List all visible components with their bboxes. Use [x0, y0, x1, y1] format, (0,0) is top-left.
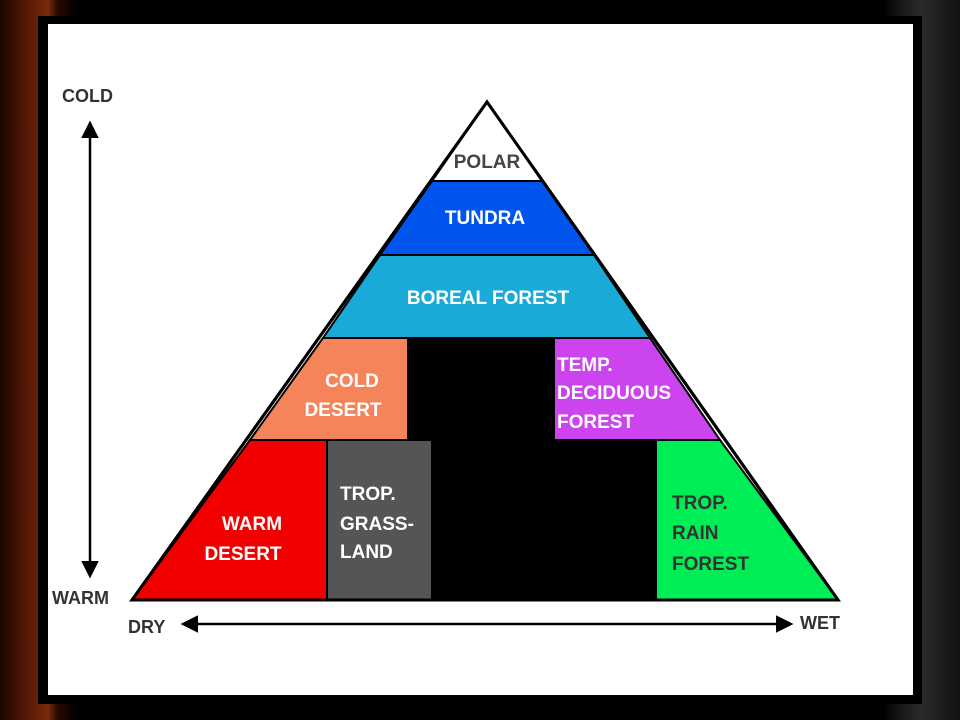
trop-grassland-region: [326, 439, 433, 601]
trop-rain-forest-label-line1: TROP.: [672, 493, 728, 514]
center-lower-block: [432, 440, 656, 600]
cold-desert-label-line1: COLD: [325, 371, 379, 392]
temp-deciduous-label-line3: FOREST: [557, 412, 634, 433]
temp-deciduous-label-line1: TEMP.: [557, 355, 613, 376]
warm-desert-label-line1: WARM: [222, 514, 282, 535]
temp-deciduous-label-line2: DECIDUOUS: [557, 383, 671, 404]
trop-rain-forest-region: [655, 439, 840, 601]
pyramid-border: [129, 99, 841, 602]
wet-axis-label: WET: [800, 613, 840, 633]
dry-axis-label: DRY: [128, 617, 165, 637]
trop-rain-forest-label-line3: FOREST: [672, 554, 749, 575]
trop-grassland-label-line2: GRASS-: [340, 514, 414, 535]
warm-desert-label-line2: DESERT: [204, 544, 281, 565]
trop-grassland-label-line1: TROP.: [340, 484, 396, 505]
polar-label: POLAR: [454, 152, 521, 173]
trop-grassland-label-line3: LAND: [340, 542, 393, 563]
boreal-forest-label: BOREAL FOREST: [407, 288, 570, 309]
trop-rain-forest-label-line2: RAIN: [672, 523, 718, 544]
cold-desert-label-line2: DESERT: [304, 400, 381, 421]
tundra-label: TUNDRA: [445, 208, 525, 229]
cold-axis-label: COLD: [62, 86, 113, 106]
warm-axis-label: WARM: [52, 588, 109, 608]
